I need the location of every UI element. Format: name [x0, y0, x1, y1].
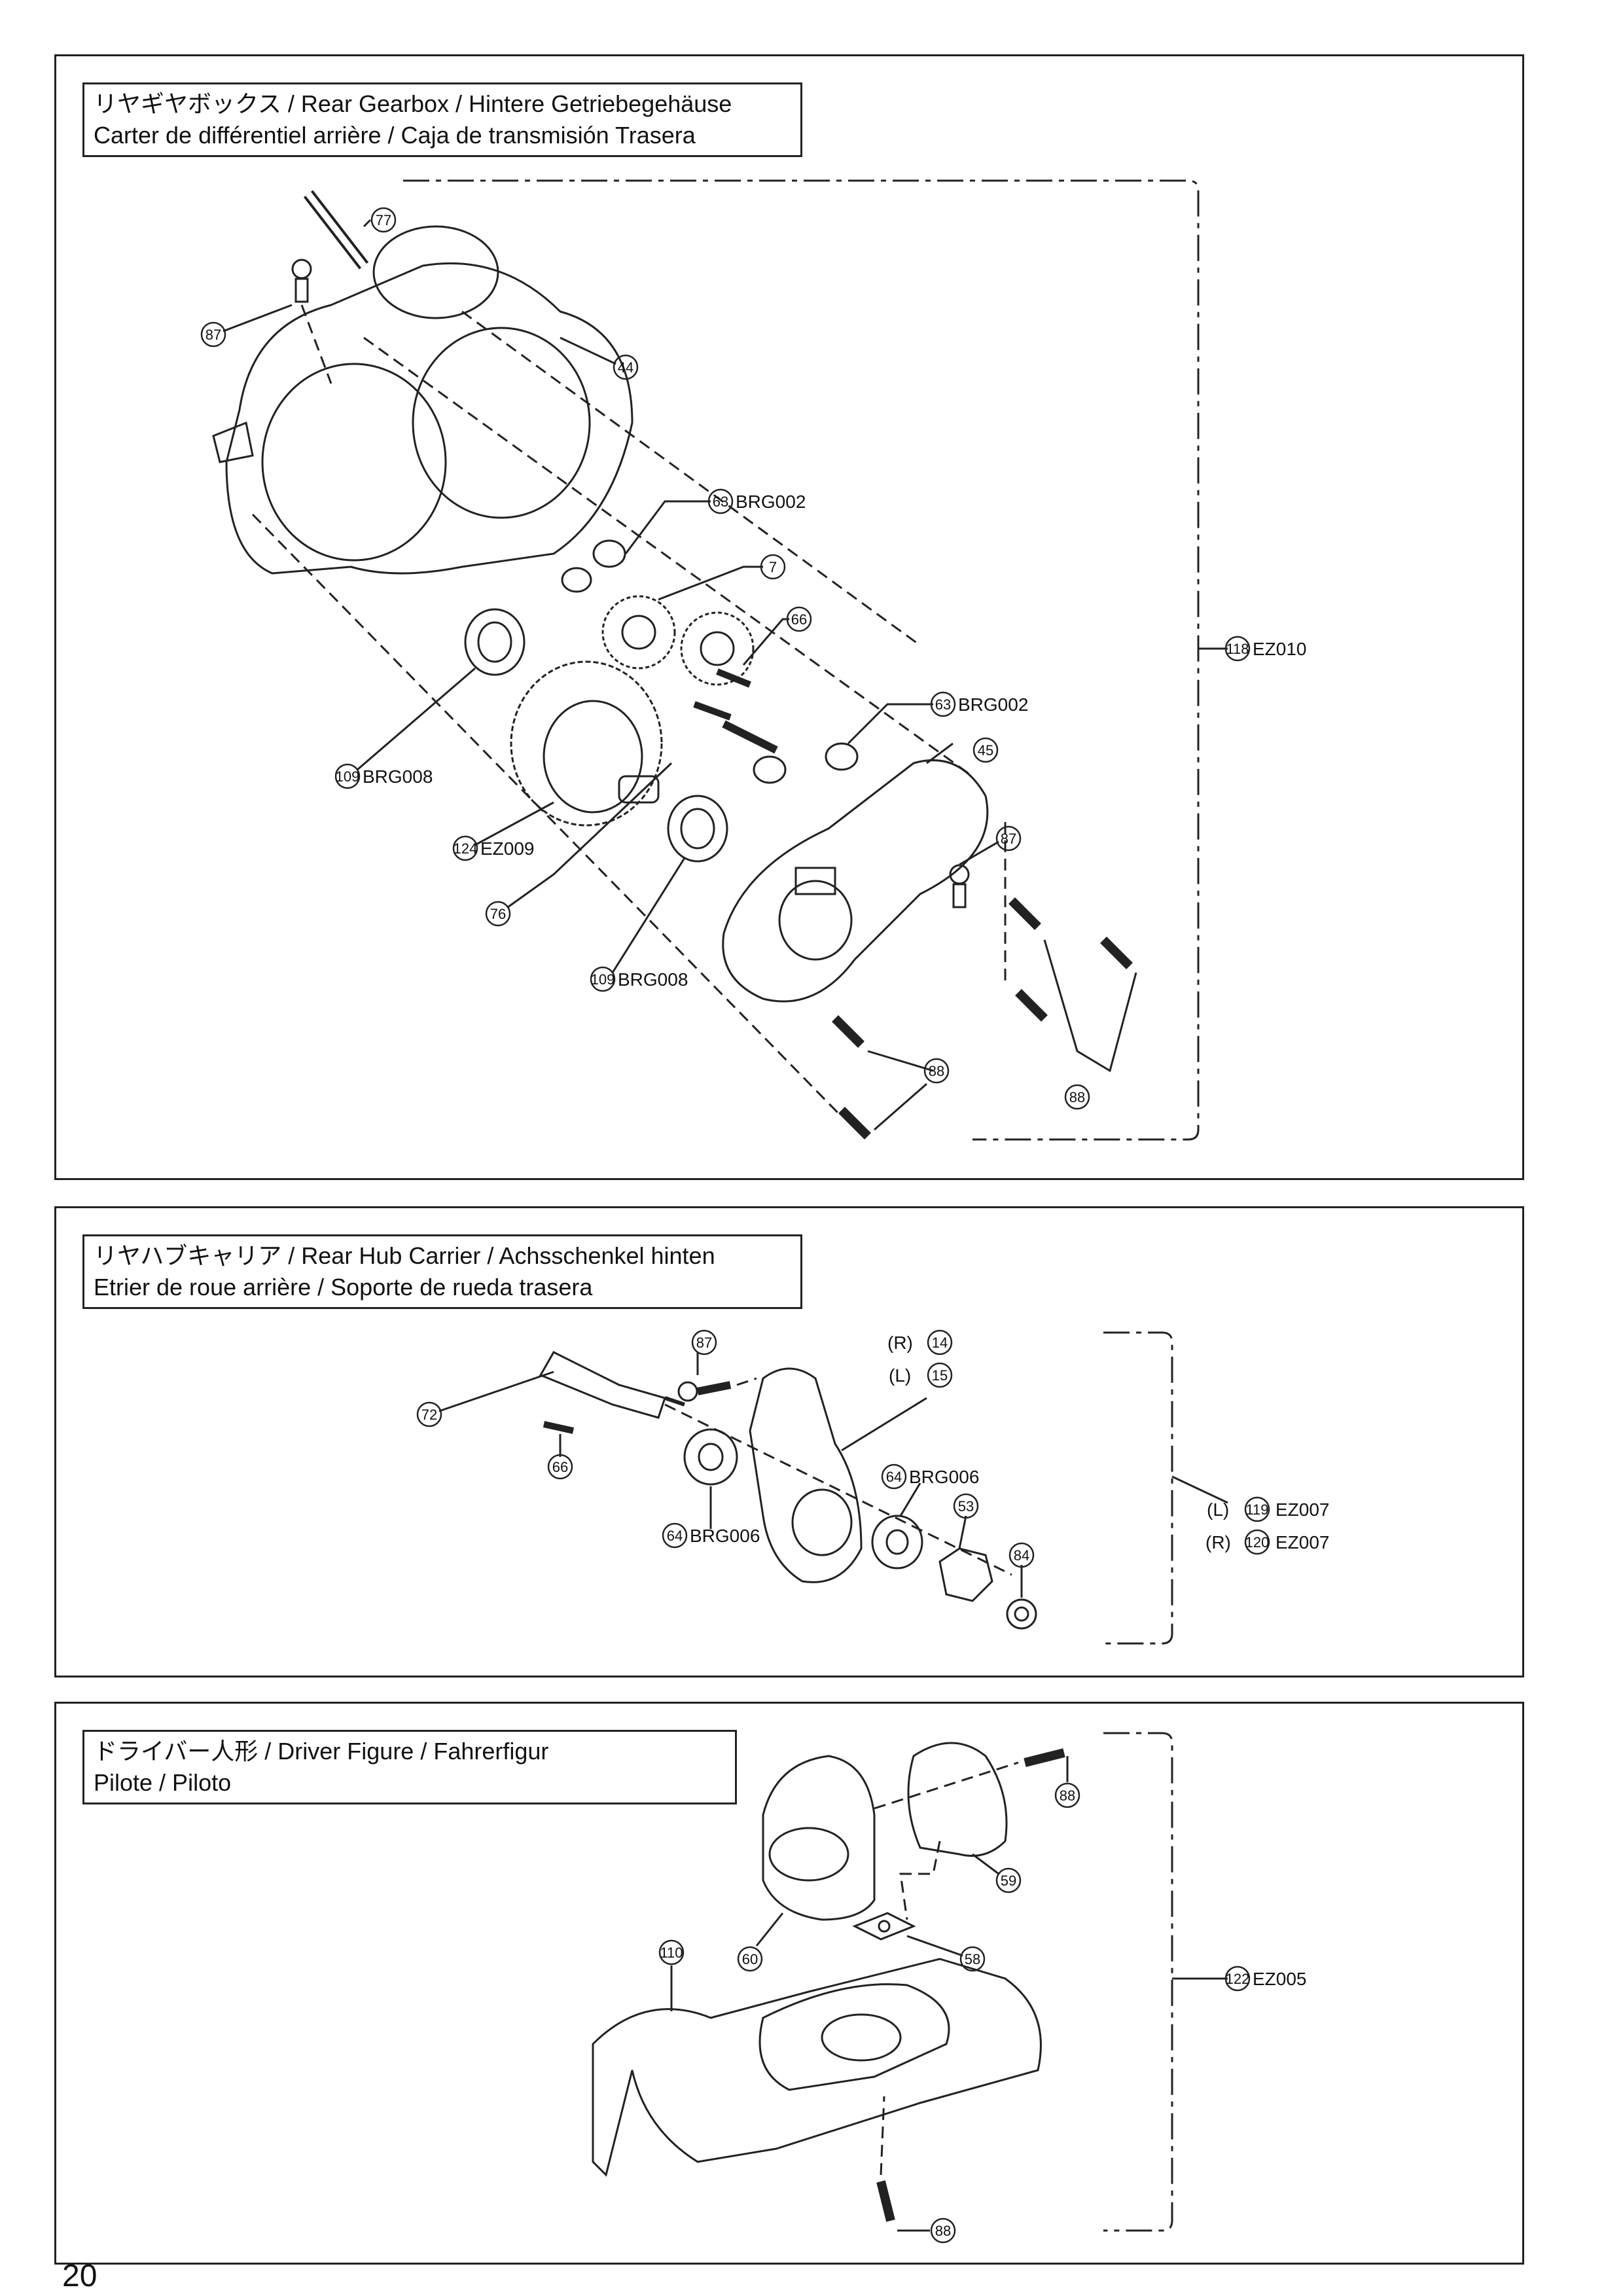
callout-59: 59 — [1001, 1873, 1016, 1889]
callout-109: 109 — [336, 768, 360, 785]
rear-gearbox-section: 77 87 44 63 BRG002 7 66 118 EZ010 63 BRG… — [54, 54, 1524, 1180]
gearbox-cover-45-part — [722, 759, 989, 1003]
mount-plate-58-part — [852, 1912, 916, 1941]
rear-hub-carrier-section: 87 (R) 14 (L) 15 72 66 64 BRG006 53 64 B… — [54, 1206, 1524, 1677]
callout-87: 87 — [696, 1335, 712, 1351]
callout-109: 109 — [591, 971, 615, 988]
assembly-bracket — [403, 179, 1200, 1141]
label-brg006: BRG006 — [690, 1526, 760, 1546]
callout-66: 66 — [552, 1459, 568, 1475]
section-title-box: リヤギヤボックス / Rear Gearbox / Hintere Getrie… — [82, 82, 802, 157]
label-brg006: BRG006 — [909, 1467, 979, 1487]
label-r: (R) — [1205, 1532, 1231, 1552]
alignment-lines — [251, 304, 1007, 1118]
callout-122: 122 — [1226, 1971, 1250, 1987]
bearing-64-part — [683, 1428, 923, 1570]
pin-66-part — [693, 668, 751, 721]
callout-120: 120 — [1245, 1534, 1270, 1551]
section-title-line: Etrier de roue arrière / Soporte de rued… — [94, 1274, 593, 1300]
label-ez009: EZ009 — [480, 838, 535, 859]
bearing-109-upper-part — [464, 608, 526, 676]
label-ez005: EZ005 — [1253, 1969, 1307, 1989]
label-brg002: BRG002 — [958, 694, 1028, 715]
callout-87: 87 — [205, 327, 221, 343]
rear-hub-carrier-diagram: 87 (R) 14 (L) 15 72 66 64 BRG006 53 64 B… — [416, 1329, 1330, 1645]
driver-figure-section: 88 59 60 58 110 122 EZ005 88 ドライバー人形 / D… — [54, 1702, 1524, 2265]
helmet-shell-59-part — [907, 1742, 1008, 1857]
differential-124-part — [510, 660, 663, 827]
section-title-line: リヤギヤボックス / Rear Gearbox / Hintere Getrie… — [94, 90, 732, 117]
section-title-line: Pilote / Piloto — [94, 1769, 232, 1796]
label-r: (R) — [887, 1333, 913, 1353]
callout-88: 88 — [929, 1063, 944, 1079]
callout-119: 119 — [1245, 1501, 1268, 1518]
label-l: (L) — [889, 1365, 911, 1386]
callout-15: 15 — [932, 1367, 948, 1384]
callout-72: 72 — [421, 1407, 437, 1423]
gearbox-housing-44-part — [212, 225, 633, 575]
section-title-line: Carter de différentiel arrière / Caja de… — [94, 122, 696, 149]
callout-118: 118 — [1226, 641, 1249, 657]
section-title-box: ドライバー人形 / Driver Figure / Fahrerfigur Pi… — [82, 1730, 737, 1804]
body-shell-110-part — [592, 1958, 1042, 2177]
callout-88: 88 — [1069, 1089, 1085, 1105]
label-brg008: BRG008 — [618, 969, 688, 990]
label-brg002: BRG002 — [736, 492, 806, 512]
callout-64: 64 — [886, 1469, 902, 1485]
callout-66: 66 — [791, 611, 807, 628]
assembly-bracket — [1103, 1331, 1173, 1645]
callout-63: 63 — [935, 696, 951, 713]
label-brg008: BRG008 — [363, 766, 433, 787]
callout-63: 63 — [713, 493, 728, 510]
callout-124: 124 — [454, 840, 478, 857]
callout-14: 14 — [932, 1335, 948, 1351]
axle-72-part — [539, 1351, 685, 1419]
bearing-109-lower-part — [667, 795, 728, 863]
assembly-bracket — [1103, 1732, 1173, 2232]
screw-88-part — [832, 897, 1133, 1139]
callout-45: 45 — [978, 742, 993, 759]
driver-figure-diagram: 88 59 60 58 110 122 EZ005 88 — [592, 1732, 1307, 2244]
callout-58: 58 — [965, 1951, 980, 1967]
callout-84: 84 — [1014, 1547, 1029, 1564]
rear-gearbox-diagram: 77 87 44 63 BRG002 7 66 118 EZ010 63 BRG… — [200, 179, 1307, 1141]
lock-nut-84-part — [1006, 1598, 1037, 1630]
shaft-77-part — [303, 190, 369, 270]
helmet-60-part — [762, 1755, 876, 1921]
callout-110: 110 — [660, 1945, 683, 1961]
label-l: (L) — [1207, 1499, 1229, 1520]
callout-87: 87 — [1001, 831, 1016, 847]
section-title-line: ドライバー人形 / Driver Figure / Fahrerfigur — [94, 1738, 549, 1765]
bearing-63-upper-part — [561, 539, 626, 593]
callout-77: 77 — [376, 212, 391, 228]
callout-64: 64 — [667, 1528, 683, 1544]
ball-stud-87-part — [291, 259, 312, 303]
callout-60: 60 — [742, 1951, 758, 1967]
hub-nut-53-part — [938, 1547, 993, 1602]
section-title-box: リヤハブキャリア / Rear Hub Carrier / Achsschenk… — [82, 1234, 802, 1309]
hub-carrier-part — [749, 1367, 863, 1583]
callout-76: 76 — [490, 906, 506, 922]
callout-88: 88 — [935, 2223, 951, 2239]
section-title-line: リヤハブキャリア / Rear Hub Carrier / Achsschenk… — [94, 1242, 715, 1269]
callout-7: 7 — [769, 559, 777, 575]
callout-44: 44 — [618, 359, 633, 376]
callout-88: 88 — [1060, 1787, 1075, 1804]
callout-53: 53 — [958, 1498, 974, 1515]
label-ez007: EZ007 — [1275, 1499, 1330, 1520]
bearing-63-lower-part — [753, 742, 859, 784]
label-ez010: EZ010 — [1253, 639, 1307, 659]
page-number: 20 — [62, 2259, 98, 2293]
label-ez007: EZ007 — [1275, 1532, 1330, 1552]
pinion-gear-7-part — [601, 595, 755, 686]
